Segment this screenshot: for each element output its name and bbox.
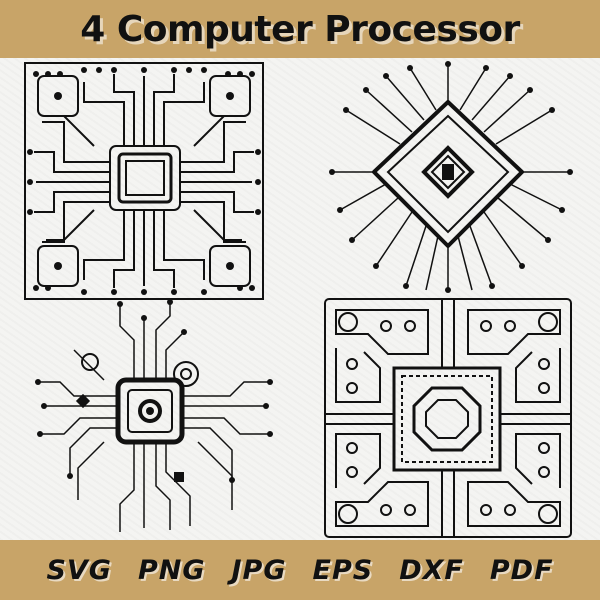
processor-octagon-circuit-icon bbox=[324, 298, 572, 538]
format-dxf: DXF bbox=[399, 554, 464, 586]
processor-diamond-circuit-icon bbox=[329, 61, 573, 293]
format-eps: EPS bbox=[312, 554, 374, 586]
format-banner bbox=[0, 540, 600, 600]
page-title: 4 Computer Processor bbox=[80, 8, 520, 50]
processor-square-circuit-icon bbox=[24, 62, 264, 300]
format-jpg: JPG bbox=[231, 554, 287, 586]
processor-radial-circuit-icon bbox=[35, 300, 273, 532]
format-png: PNG bbox=[137, 554, 206, 586]
format-pdf: PDF bbox=[489, 554, 554, 586]
title-banner bbox=[0, 0, 600, 58]
format-list: SVG PNG JPG EPS DXF PDF bbox=[0, 540, 600, 600]
format-svg: SVG bbox=[46, 554, 112, 586]
